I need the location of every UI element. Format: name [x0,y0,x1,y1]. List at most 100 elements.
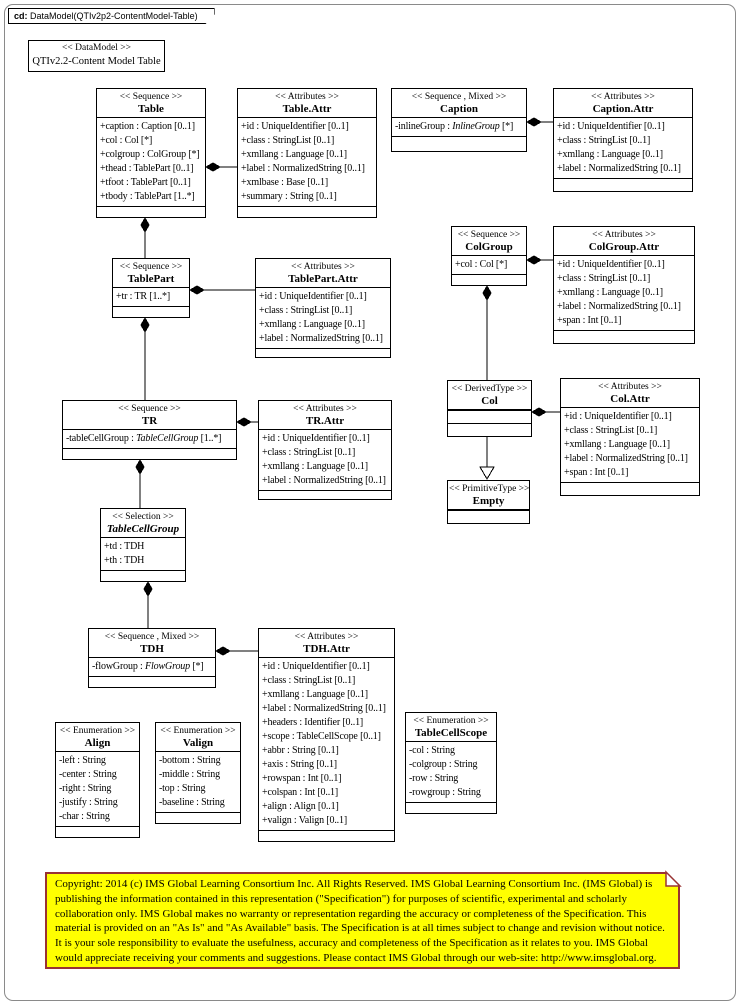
diagram-title: QTIv2.2-Content Model Table [32,56,161,67]
class-header: << Sequence , Mixed >>TDH [89,629,215,658]
class-name: TDH [140,643,164,655]
class-box-tablepart: << Sequence >>TablePart +tr : TR [1..*] [112,258,190,318]
class-box-tablecellgroup: << Selection >>TableCellGroup+td : TDH+t… [100,508,186,582]
attr-line: +id : UniqueIdentifier [0..1] [557,259,665,270]
class-name: Caption [440,103,478,115]
class-attributes: -inlineGroup : InlineGroup [*] [392,118,526,136]
class-name: TableCellScope [414,727,488,739]
frame-tab-label: DataModel(QTIv2p2-ContentModel-Table) [30,11,198,21]
attr-line: +xmllang : Language [0..1] [262,689,368,700]
attr-line: +td : TDH [104,541,145,552]
class-stereotype: << Sequence , Mixed >> [411,92,507,102]
class-box-captionattr: << Attributes >>Caption.Attr+id : Unique… [553,88,693,192]
attr-line: -left : String [59,755,106,766]
attr-line: +label : NormalizedString [0..1] [241,163,365,174]
copyright-note: Copyright: 2014 (c) IMS Global Learning … [45,872,680,969]
attr-line: -inlineGroup : InlineGroup [*] [395,121,514,132]
class-name: TR [141,415,158,427]
attr-line: -col : String [409,745,455,756]
diagram-title-box: << DataModel >> QTIv2.2-Content Model Ta… [28,40,165,72]
class-attributes: +col : Col [*] [452,256,526,274]
class-box-tr: << Sequence >>TR-tableCellGroup : TableC… [62,400,237,460]
attr-line: +headers : Identifier [0..1] [262,717,364,728]
attr-line: +class : StringList [0..1] [564,425,658,436]
class-stereotype: << Attributes >> [291,262,355,272]
class-stereotype: << Attributes >> [294,632,359,642]
attr-line: +label : NormalizedString [0..1] [557,163,681,174]
attr-line: +id : UniqueIdentifier [0..1] [564,411,672,422]
class-stereotype: << Sequence >> [119,92,183,102]
class-attributes: +td : TDH +th : TDH [101,538,185,570]
class-box-tdh: << Sequence , Mixed >>TDH -flowGroup : Fl… [88,628,216,688]
class-box-tdhattr: << Attributes >>TDH.Attr+id : UniqueIden… [258,628,395,842]
class-name: TableCellGroup [106,523,180,535]
class-attributes: +caption : Caption [0..1]+col : Col [*]+… [97,118,205,206]
class-header: << Sequence >>TablePart [113,259,189,288]
empty-compartment [259,830,394,841]
class-box-col: << DerivedType >>Col [447,380,532,437]
attr-line: +label : NormalizedString [0..1] [259,333,383,344]
class-stereotype: << Attributes >> [592,230,656,240]
class-attributes: +id : UniqueIdentifier [0..1] +class : St… [554,256,694,330]
empty-compartment [238,206,376,217]
empty-compartment [554,330,694,343]
class-box-trattr: << Attributes >>TR.Attr+id : UniqueIdent… [258,400,392,500]
class-name: TDH.Attr [303,643,350,655]
attr-line: -flowGroup : FlowGroup [*] [92,661,204,672]
attr-line: +class : StringList [0..1] [241,135,335,146]
attr-line: -justify : String [59,797,118,808]
attr-line: +colgroup : ColGroup [*] [100,149,200,160]
empty-compartment [56,826,139,837]
class-header: << Attributes >>TablePart.Attr [256,259,390,288]
class-box-tablecellscope: << Enumeration >>TableCellScope -col : St… [405,712,497,814]
class-stereotype: << Attributes >> [598,382,662,392]
class-stereotype: << Enumeration >> [413,716,489,726]
class-name: Col [481,395,498,407]
attr-line: -colgroup : String [409,759,478,770]
copyright-text: Copyright: 2014 (c) IMS Global Learning … [55,878,665,964]
attr-line: +id : UniqueIdentifier [0..1] [259,291,367,302]
empty-compartment [256,348,390,357]
attr-line: +class : StringList [0..1] [557,135,651,146]
class-header: << Sequence >>Table [97,89,205,118]
class-stereotype: << DerivedType >> [451,384,528,394]
attr-line: +rowspan : Int [0..1] [262,773,342,784]
class-name: Empty [472,495,505,507]
empty-compartment [406,802,496,813]
class-header: << Attributes >>Col.Attr [561,379,699,408]
attr-line: +xmllang : Language [0..1] [557,149,663,160]
class-stereotype: << Sequence >> [457,230,521,240]
class-attributes: -tableCellGroup : TableCellGroup [1..*] [63,430,236,448]
attr-line: +span : Int [0..1] [557,315,622,326]
attr-line: +xmllang : Language [0..1] [262,461,368,472]
class-name: Caption.Attr [592,103,654,115]
attr-line: +summary : String [0..1] [241,191,337,202]
attr-line: +xmllang : Language [0..1] [259,319,365,330]
class-header: << Sequence >>TR [63,401,236,430]
attr-line: -center : String [59,769,117,780]
class-name: TablePart [127,273,175,285]
attr-line: +colspan : Int [0..1] [262,787,339,798]
attr-line: -char : String [59,811,110,822]
class-box-colgroupattr: << Attributes >>ColGroup.Attr+id : Uniqu… [553,226,695,344]
diagram-stereotype: << DataModel >> [62,43,131,53]
attr-line: +id : UniqueIdentifier [0..1] [262,433,370,444]
class-box-colgroup: << Sequence >>ColGroup +col : Col [*] [451,226,527,286]
attr-line: -bottom : String [159,755,221,766]
empty-compartment [97,206,205,217]
attr-line: +th : TDH [104,555,145,566]
empty-compartment [156,812,240,823]
class-header: << Attributes >>ColGroup.Attr [554,227,694,256]
class-header: << Enumeration >>Valign [156,723,240,752]
class-stereotype: << Enumeration >> [59,726,136,736]
class-attributes: +id : UniqueIdentifier [0..1] +class : St… [561,408,699,482]
attr-line: -baseline : String [159,797,225,808]
attr-line: +tfoot : TablePart [0..1] [100,177,191,188]
class-stereotype: << Sequence >> [119,262,183,272]
attr-line: +tr : TR [1..*] [116,291,171,302]
attr-line: +xmllang : Language [0..1] [564,439,670,450]
empty-compartment [259,490,391,499]
attr-line: +class : StringList [0..1] [557,273,651,284]
empty-compartment [452,274,526,285]
class-name: ColGroup [465,241,513,253]
